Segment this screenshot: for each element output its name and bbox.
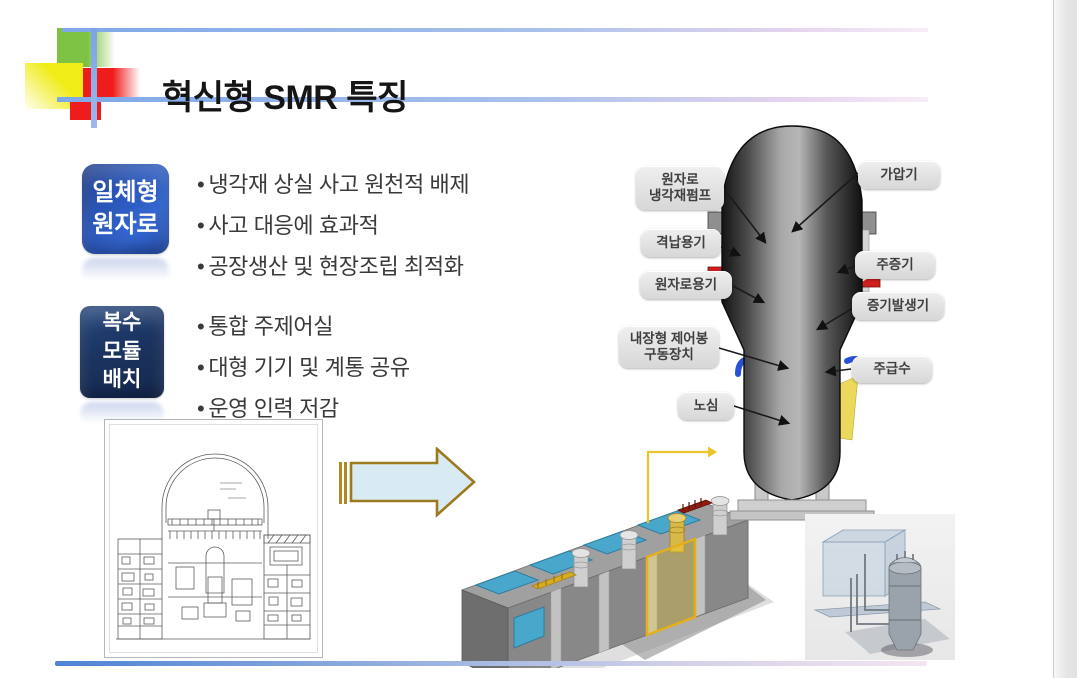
label-feedwater: 주급수 xyxy=(852,356,932,383)
multi-module-building-render xyxy=(460,446,774,668)
feature-badge-multi-module: 복수 모듈 배치 xyxy=(80,306,164,398)
label-pressurizer: 가압기 xyxy=(858,161,940,189)
badge-line: 복수 xyxy=(102,311,142,335)
bullet-item: •운영 인력 저감 xyxy=(197,396,339,421)
badge-line: 배치 xyxy=(102,368,142,392)
header-rule-bottom xyxy=(57,97,928,102)
refueling-machine xyxy=(676,498,714,514)
label-internal-crdm: 내장형 제어봉 구동장치 xyxy=(619,326,719,368)
feature-bullets-integral-reactor: •냉각재 상실 사고 원천적 배제 •사고 대응에 효과적 •공장생산 및 현장… xyxy=(197,167,470,290)
label-containment-vessel: 격납용기 xyxy=(641,229,721,257)
bullet-item: •통합 주제어실 xyxy=(197,314,334,339)
badge-reflection xyxy=(82,258,169,284)
label-core: 노심 xyxy=(678,392,734,420)
feature-badge-integral-reactor: 일체형 원자로 xyxy=(82,164,169,254)
bullet-item: •공장생산 및 현장조립 최적화 xyxy=(197,254,464,279)
blueprint-drawing xyxy=(116,453,311,640)
feature-bullets-multi-module: •통합 주제어실 •대형 기기 및 계통 공유 •운영 인력 저감 xyxy=(197,309,410,432)
badge-line: 일체형 xyxy=(92,179,159,207)
label-reactor-vessel: 원자로용기 xyxy=(640,271,732,299)
deco-green-square xyxy=(57,28,115,67)
plant-blueprint-figure xyxy=(104,419,323,658)
arrow-body xyxy=(349,447,476,518)
bullet-item: •냉각재 상실 사고 원천적 배제 xyxy=(197,172,470,197)
bullet-item: •대형 기기 및 계통 공유 xyxy=(197,355,410,380)
badge-line: 원자로 xyxy=(92,211,159,238)
page-title: 혁신형 SMR 특징 xyxy=(162,78,408,117)
viewer-gutter xyxy=(1053,0,1077,678)
crane-rack xyxy=(530,571,578,590)
label-main-steam: 주증기 xyxy=(855,251,935,279)
module-highlight xyxy=(645,537,697,637)
transition-arrow xyxy=(339,447,476,518)
footer-rule xyxy=(55,661,927,666)
label-steam-generator: 증기발생기 xyxy=(852,292,944,320)
reactor-module-cad-render xyxy=(805,514,955,660)
module-callout-line xyxy=(646,446,717,523)
label-reactor-coolant-pump: 원자로 냉각재펌프 xyxy=(636,166,724,210)
badge-line: 모듈 xyxy=(102,339,142,363)
header-rule-vertical xyxy=(91,28,97,128)
bullet-item: •사고 대응에 효과적 xyxy=(197,213,379,238)
header-rule-top xyxy=(62,28,928,32)
